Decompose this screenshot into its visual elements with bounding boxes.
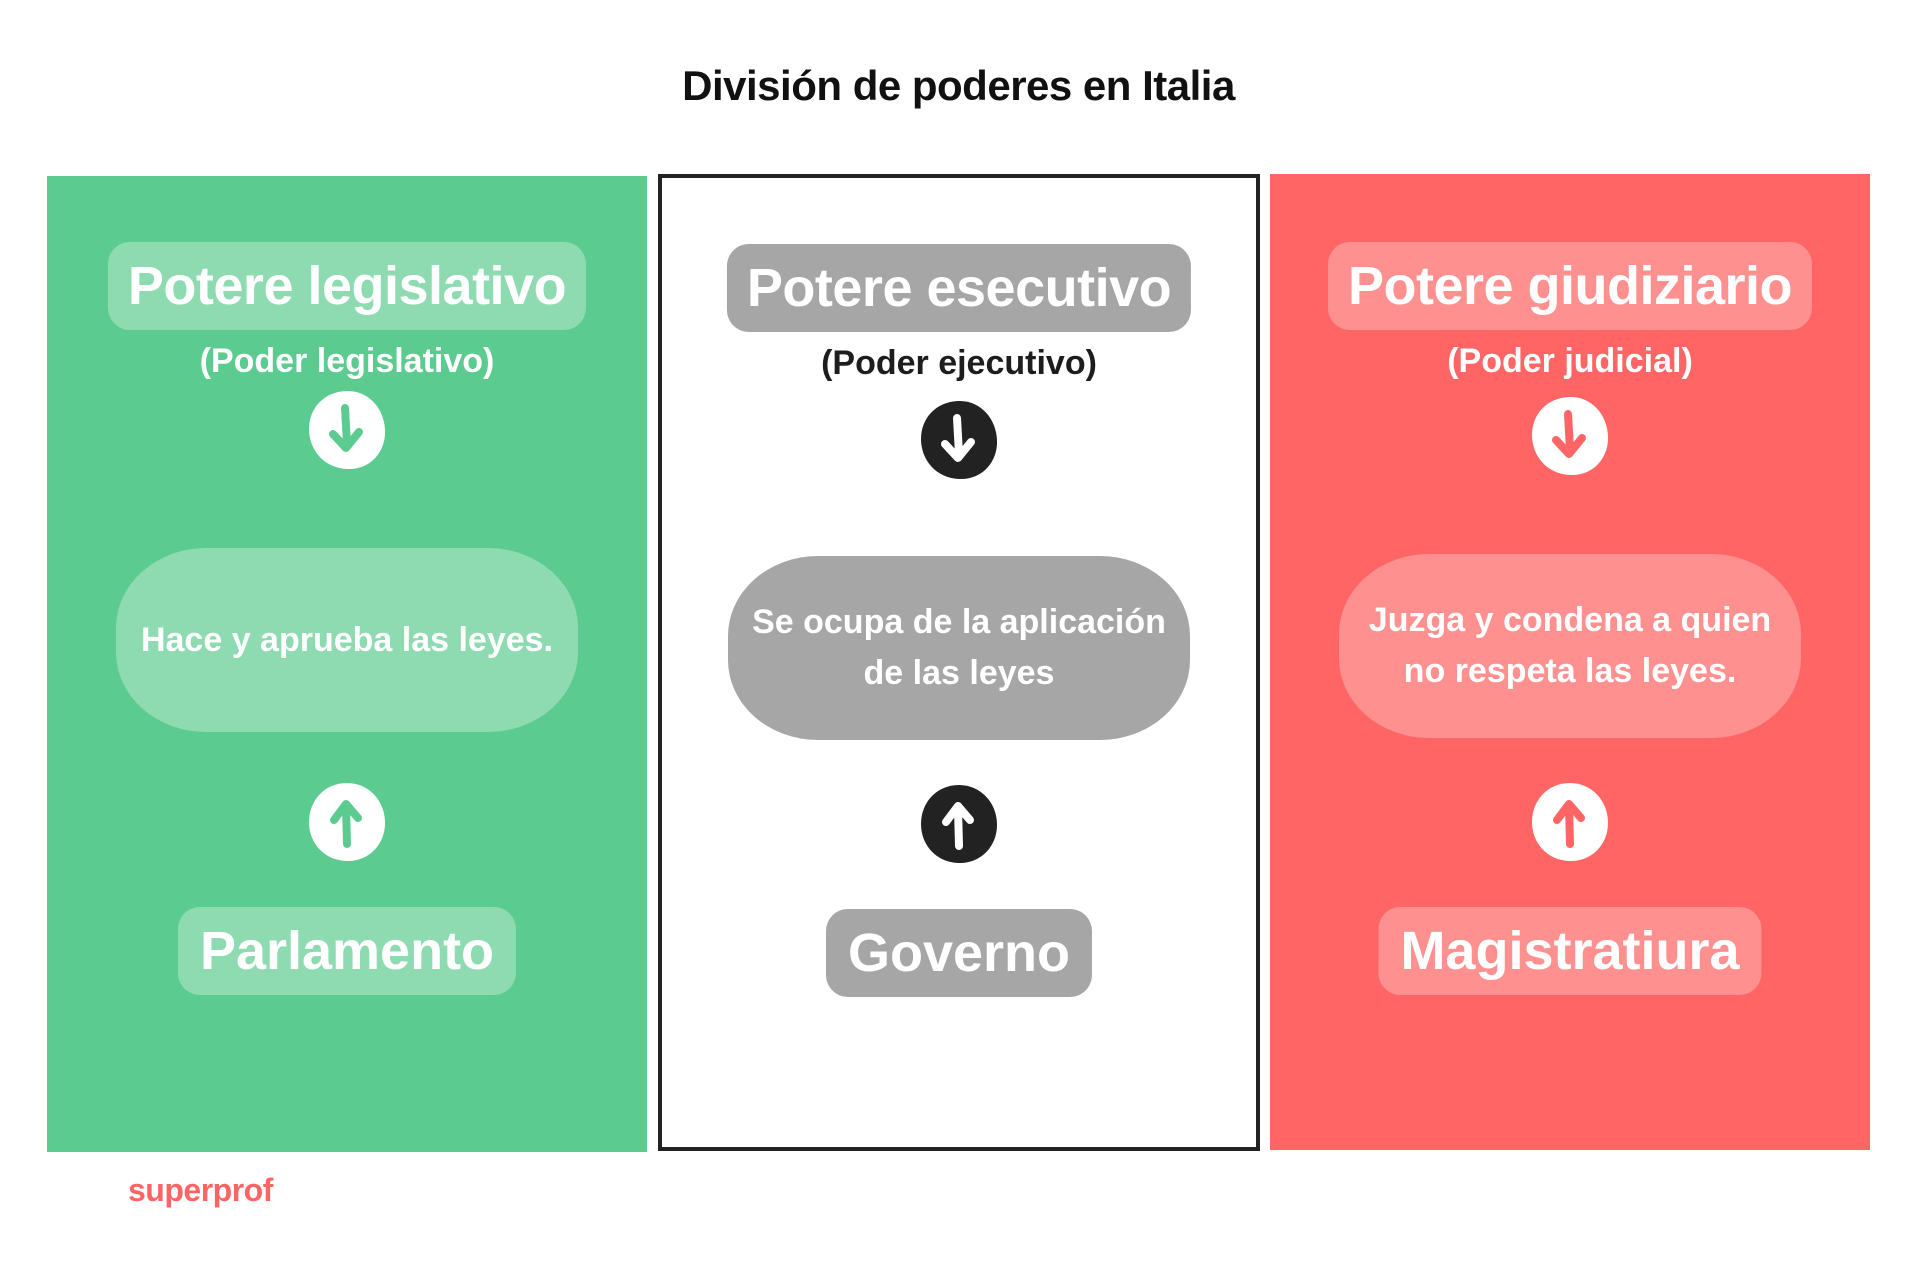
judicial-panel: Potere giudiziario (Poder judicial) Juzg…	[1270, 174, 1870, 1150]
executive-heading: Potere esecutivo	[726, 244, 1192, 332]
executive-description: Se ocupa de la aplicación de las leyes	[728, 556, 1190, 740]
executive-subtitle: (Poder ejecutivo)	[821, 344, 1097, 382]
diagram-title: División de poderes en Italia	[682, 62, 1235, 109]
judicial-subtitle: (Poder judicial)	[1447, 342, 1693, 380]
arrow-up-circle-icon	[918, 782, 1000, 866]
executive-panel: Potere esecutivo (Poder ejecutivo) Se oc…	[658, 174, 1260, 1151]
arrow-down-circle-icon	[306, 388, 388, 472]
judicial-organ: Magistratiura	[1378, 907, 1762, 995]
legislative-panel: Potere legislativo (Poder legislativo) H…	[47, 176, 647, 1152]
executive-organ: Governo	[825, 909, 1093, 997]
arrow-up-circle-icon	[306, 780, 388, 864]
superprof-logo: superprof	[128, 1172, 273, 1208]
judicial-heading: Potere giudiziario	[1327, 242, 1813, 330]
legislative-subtitle: (Poder legislativo)	[199, 342, 495, 380]
arrow-down-circle-icon	[918, 398, 1000, 482]
arrow-down-circle-icon	[1529, 394, 1611, 478]
arrow-up-circle-icon	[1529, 780, 1611, 864]
judicial-description: Juzga y condena a quien no respeta las l…	[1339, 554, 1801, 738]
legislative-organ: Parlamento	[177, 907, 517, 995]
legislative-heading: Potere legislativo	[107, 242, 587, 330]
legislative-description: Hace y aprueba las leyes.	[116, 548, 578, 732]
